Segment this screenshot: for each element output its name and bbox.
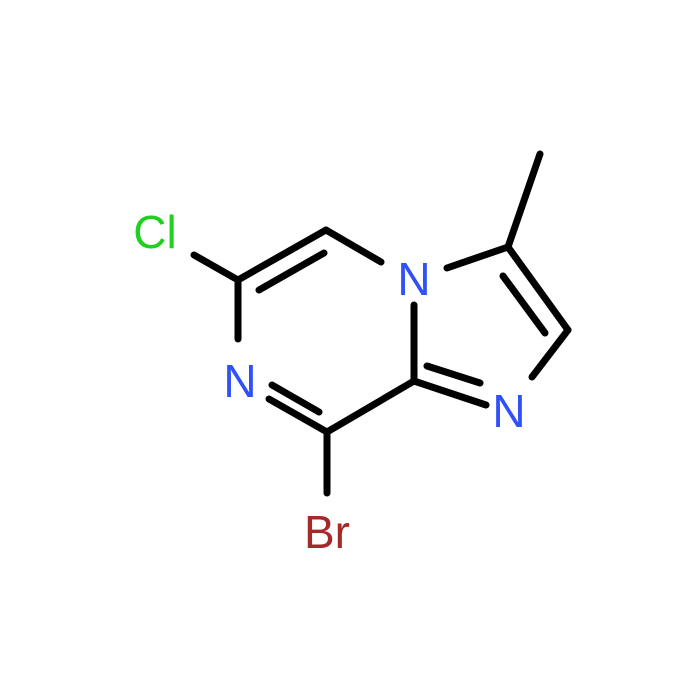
bond-c3-methyl — [504, 150, 544, 251]
bond-c6-cl — [190, 251, 242, 284]
bond-c2-n1 — [528, 326, 572, 381]
atom-label-n1: N — [492, 385, 525, 437]
bond-c5-n4 — [322, 226, 385, 266]
atom-label-n4: N — [397, 253, 430, 305]
bond-c8a-c8 — [323, 377, 418, 436]
bond-c6-c5-inner — [255, 249, 328, 294]
bond-c3-c2-inner — [499, 272, 549, 337]
bond-c8-n7 — [265, 395, 331, 436]
bond-c8-n7-inner — [268, 381, 323, 416]
atom-label-br: Br — [304, 506, 350, 558]
atom-label-cl: Cl — [133, 206, 176, 258]
bond-c3-c2 — [504, 243, 572, 334]
bond-n1-c8a — [410, 377, 490, 409]
bond-c6-c5 — [234, 226, 330, 284]
atom-label-n7: N — [223, 355, 256, 407]
bond-group — [190, 150, 572, 497]
bond-n1-c8a-inner — [423, 362, 484, 387]
atom-label-group: Cl N N N Br — [133, 206, 525, 558]
bond-n4-c3 — [443, 243, 512, 272]
